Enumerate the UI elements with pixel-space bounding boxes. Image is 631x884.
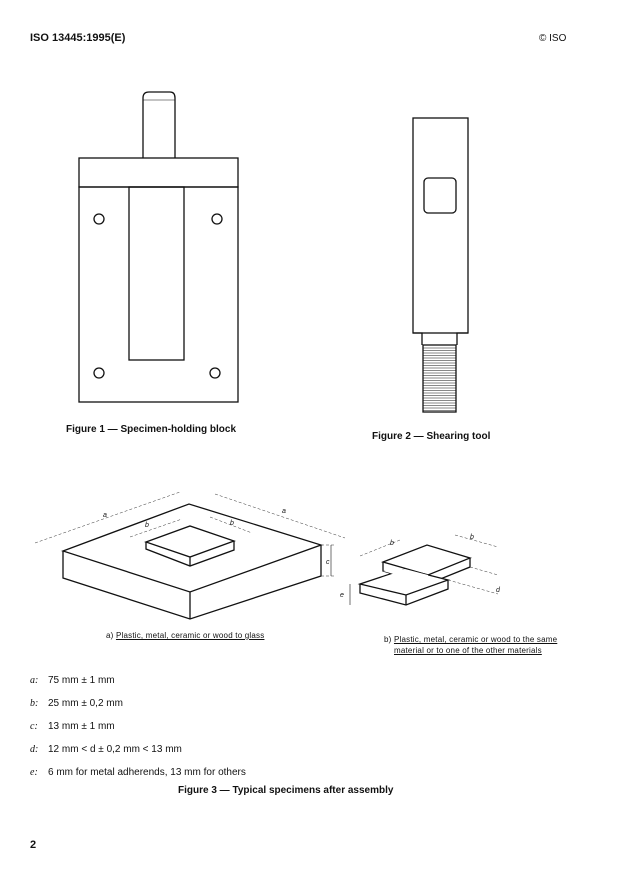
dim-label-b4: b bbox=[470, 534, 474, 541]
sub-b-line2: material or to one of the other material… bbox=[394, 646, 542, 655]
dim-label-a1: a bbox=[103, 512, 107, 519]
figure3a-subcaption: a) Plastic, metal, ceramic or wood to gl… bbox=[106, 631, 264, 640]
figure3b-subcaption: b) Plastic, metal, ceramic or wood to th… bbox=[384, 634, 557, 656]
legend-item-c: c:13 mm ± 1 mm bbox=[30, 721, 115, 732]
copyright: © ISO bbox=[539, 33, 567, 44]
legend-item-d: d:12 mm < d ± 0,2 mm < 13 mm bbox=[30, 744, 182, 755]
sub-b-line1: Plastic, metal, ceramic or wood to the s… bbox=[393, 635, 558, 644]
dim-label-c: c bbox=[326, 559, 330, 566]
figure3b-drawing: b b d e bbox=[340, 534, 501, 606]
legend-item-e: e:6 mm for metal adherends, 13 mm for ot… bbox=[30, 767, 246, 778]
dim-label-d: d bbox=[496, 587, 501, 594]
figure2-shearing-tool bbox=[412, 117, 469, 413]
sub-a-text: Plastic, metal, ceramic or wood to glass bbox=[115, 631, 265, 640]
dimension-legend: a:75 mm ± 1 mm b:25 mm ± 0,2 mm c:13 mm … bbox=[30, 669, 246, 784]
figure1-caption: Figure 1 — Specimen-holding block bbox=[66, 424, 237, 435]
dim-label-e: e bbox=[340, 592, 344, 599]
dim-label-b3: b bbox=[390, 540, 394, 547]
figure1-specimen-holding-block bbox=[78, 91, 239, 403]
figure2-caption: Figure 2 — Shearing tool bbox=[372, 431, 491, 442]
figure3a-drawing: a a b b c bbox=[34, 491, 346, 620]
sub-a-prefix: a) bbox=[106, 631, 114, 640]
sub-b-prefix: b) bbox=[384, 635, 392, 644]
dim-label-b1: b bbox=[145, 522, 149, 529]
figure3-caption: Figure 3 — Typical specimens after assem… bbox=[178, 785, 394, 796]
document-id: ISO 13445:1995(E) bbox=[30, 32, 126, 44]
dim-label-b2: b bbox=[230, 520, 234, 527]
legend-item-a: a:75 mm ± 1 mm bbox=[30, 675, 115, 686]
page-number: 2 bbox=[30, 839, 37, 851]
legend-item-b: b:25 mm ± 0,2 mm bbox=[30, 698, 123, 709]
dim-label-a2: a bbox=[282, 508, 286, 515]
